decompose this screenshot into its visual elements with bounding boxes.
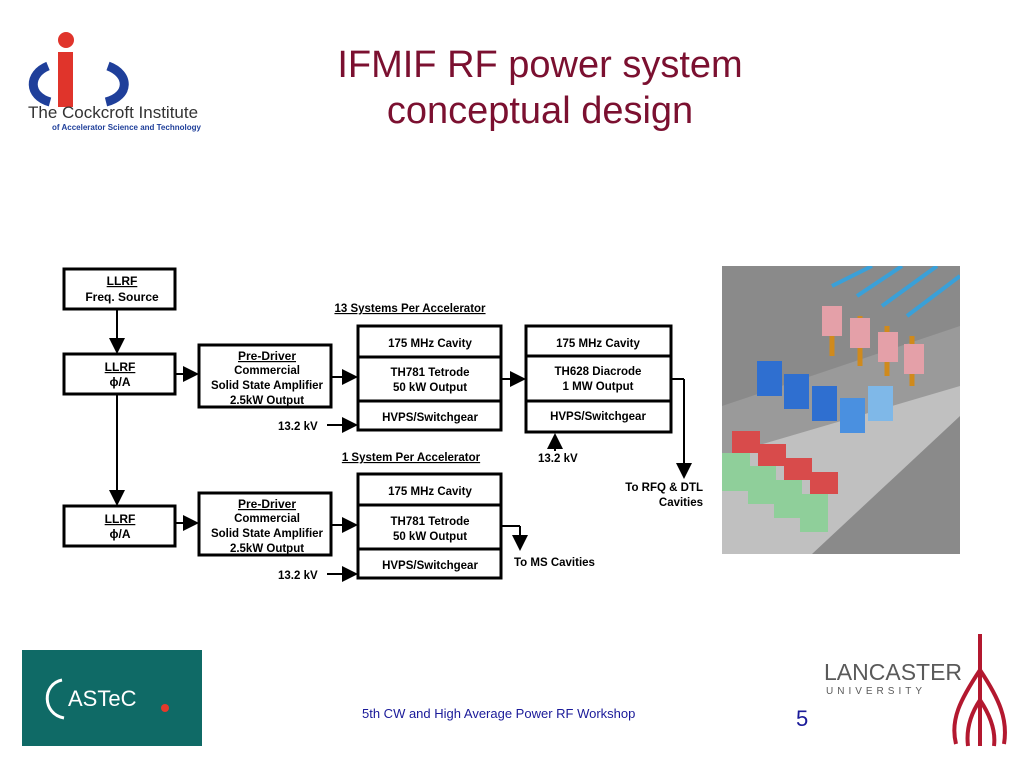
green-4 xyxy=(800,494,828,532)
red-4 xyxy=(810,472,838,494)
pre-driver-2-l2: Solid State Amplifier xyxy=(211,528,324,540)
cab-1 xyxy=(757,361,782,396)
kv-label-3: 13.2 kV xyxy=(278,570,318,582)
footer-text: 5th CW and High Average Power RF Worksho… xyxy=(362,706,636,721)
rf-system-3d-rendering xyxy=(722,266,960,554)
amp-2 xyxy=(850,318,870,348)
group-c-box xyxy=(356,472,503,580)
pre-driver-1-l1: Commercial xyxy=(234,365,300,377)
red-2 xyxy=(758,444,786,466)
red-3 xyxy=(784,458,812,480)
pre-driver-1-box xyxy=(197,343,333,409)
cab-4 xyxy=(840,398,865,433)
cab-3 xyxy=(812,386,837,421)
llrf-source-title: LLRF xyxy=(107,274,138,288)
th781-c-l1: TH781 Tetrode xyxy=(390,516,469,528)
render-red-green-cabinets xyxy=(722,431,838,532)
astec-arc xyxy=(45,678,65,720)
llrf-2-box xyxy=(62,504,177,548)
amp-1 xyxy=(822,306,842,336)
logo-right-arc xyxy=(104,61,129,107)
logo-dot xyxy=(58,32,74,48)
hvps-a: HVPS/Switchgear xyxy=(382,412,478,424)
pipe-set xyxy=(831,266,960,318)
llrf-2-title: LLRF xyxy=(105,512,136,526)
group-a-box xyxy=(356,324,503,432)
group-b-box xyxy=(524,324,673,434)
pre-driver-1-l3: 2.5kW Output xyxy=(230,395,304,407)
pre-driver-2-title: Pre-Driver xyxy=(238,497,296,511)
red-1 xyxy=(732,431,760,453)
cavity-175-c: 175 MHz Cavity xyxy=(388,486,472,498)
slide-title: IFMIF RF power system conceptual design xyxy=(300,42,780,134)
logo-stem xyxy=(58,52,73,107)
lancaster-logo-text: LANCASTER xyxy=(824,659,962,685)
lancaster-university-logo: LANCASTER UNIVERSITY xyxy=(824,634,1007,747)
llrf-source-sub: Freq. Source xyxy=(85,290,159,304)
cavity-175-b: 175 MHz Cavity xyxy=(556,338,640,350)
pre-driver-1-title: Pre-Driver xyxy=(238,349,296,363)
th628-l2: 1 MW Output xyxy=(563,381,634,393)
title-line-2: conceptual design xyxy=(386,90,694,132)
cockcroft-logo-subtext: of Accelerator Science and Technology xyxy=(52,123,201,132)
cockcroft-institute-logo: The Cockcroft Institute of Accelerator S… xyxy=(28,32,201,132)
section-13-systems: 13 Systems Per Accelerator xyxy=(334,303,486,315)
lancaster-emblem xyxy=(952,634,1007,747)
amp-3 xyxy=(878,332,898,362)
page-number: 5 xyxy=(796,706,809,731)
green-2 xyxy=(748,466,776,504)
llrf-1-sub: ϕ/A xyxy=(110,375,131,389)
llrf-freq-source-box xyxy=(62,267,177,311)
hvps-c: HVPS/Switchgear xyxy=(382,560,478,572)
logo-left-arc xyxy=(28,61,52,107)
green-1 xyxy=(722,453,750,491)
astec-dot xyxy=(161,704,169,712)
cavity-175-a: 175 MHz Cavity xyxy=(388,338,472,350)
astec-logo-text: ASTeC xyxy=(68,686,137,711)
cab-5 xyxy=(868,386,893,421)
to-ms-cavities: To MS Cavities xyxy=(514,557,595,569)
cockcroft-logo-text: The Cockcroft Institute xyxy=(28,103,198,122)
lancaster-logo-subtext: UNIVERSITY xyxy=(826,686,926,697)
to-rfq-dtl-l1: To RFQ & DTL xyxy=(625,482,703,494)
render-amplifiers xyxy=(822,306,924,374)
llrf-1-title: LLRF xyxy=(105,360,136,374)
astec-logo-graphic: ASTeC xyxy=(45,678,169,720)
llrf-1-box xyxy=(62,352,177,396)
hvps-b: HVPS/Switchgear xyxy=(550,411,646,423)
kv-label-1: 13.2 kV xyxy=(278,421,318,433)
title-line-1: IFMIF RF power system xyxy=(337,44,743,86)
llrf-2-sub: ϕ/A xyxy=(110,527,131,541)
pre-driver-1-l2: Solid State Amplifier xyxy=(211,380,324,392)
rf-power-block-diagram: LLRF Freq. Source LLRF ϕ/A LLRF ϕ/A Pre-… xyxy=(62,267,703,582)
kv-label-2: 13.2 kV xyxy=(538,453,578,465)
cab-2 xyxy=(784,374,809,409)
amp-4 xyxy=(904,344,924,374)
to-rfq-dtl-l2: Cavities xyxy=(659,497,703,509)
th781-a-l1: TH781 Tetrode xyxy=(390,367,469,379)
render-blue-cabinets xyxy=(757,361,893,433)
green-3 xyxy=(774,480,802,518)
astec-logo: ASTeC xyxy=(22,650,202,746)
th781-c-l2: 50 kW Output xyxy=(393,531,467,543)
th781-a-l2: 50 kW Output xyxy=(393,382,467,394)
pre-driver-2-l1: Commercial xyxy=(234,513,300,525)
pre-driver-2-l3: 2.5kW Output xyxy=(230,543,304,555)
th628-l1: TH628 Diacrode xyxy=(555,366,642,378)
section-1-system: 1 System Per Accelerator xyxy=(342,452,481,464)
